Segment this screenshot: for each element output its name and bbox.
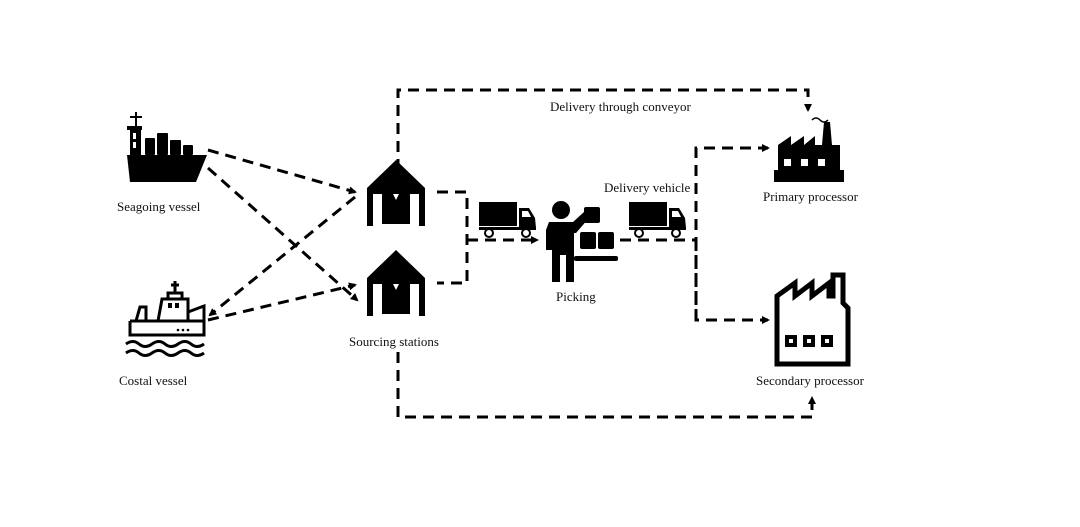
warehouse-icon xyxy=(367,250,425,316)
edge-station1-to-costal xyxy=(208,195,356,317)
truck-icon xyxy=(479,202,536,238)
factory-filled-icon xyxy=(774,117,844,182)
edge-costal-to-station2 xyxy=(207,282,357,322)
node-seagoing-vessel: Seagoing vessel xyxy=(117,112,207,214)
label-delivery-through-conveyor: Delivery through conveyor xyxy=(550,99,691,114)
label-secondary-processor: Secondary processor xyxy=(756,373,865,388)
label-picking: Picking xyxy=(556,289,596,304)
edge-seagoing-to-station1 xyxy=(207,148,357,195)
edge-stations-to-secondary xyxy=(396,352,816,419)
node-picking: Picking xyxy=(546,201,618,304)
edge-stations-merge xyxy=(437,190,469,285)
edge-seagoing-to-station2 xyxy=(207,166,359,302)
label-costal-vessel: Costal vessel xyxy=(119,373,188,388)
warehouse-icon xyxy=(367,160,425,226)
delivery-truck-icon xyxy=(629,202,686,238)
factory-outline-icon xyxy=(774,272,851,367)
label-seagoing-vessel: Seagoing vessel xyxy=(117,199,201,214)
label-primary-processor: Primary processor xyxy=(763,189,859,204)
node-primary-processor: Primary processor xyxy=(763,117,859,204)
edges xyxy=(207,88,816,419)
fishing-boat-icon xyxy=(125,281,206,357)
node-secondary-processor: Secondary processor xyxy=(756,272,865,388)
worker-with-boxes-icon xyxy=(546,201,618,282)
node-sourcing-stations: Sourcing stations xyxy=(349,160,439,349)
label-delivery-vehicle: Delivery vehicle xyxy=(604,180,690,195)
cargo-ship-icon xyxy=(127,112,207,182)
node-costal-vessel: Costal vessel xyxy=(119,281,206,388)
label-sourcing-stations: Sourcing stations xyxy=(349,334,439,349)
edge-to-primary xyxy=(694,144,770,320)
edge-conveyor xyxy=(396,88,812,170)
edge-to-secondary xyxy=(694,240,770,324)
boat-window-icon xyxy=(168,303,190,332)
